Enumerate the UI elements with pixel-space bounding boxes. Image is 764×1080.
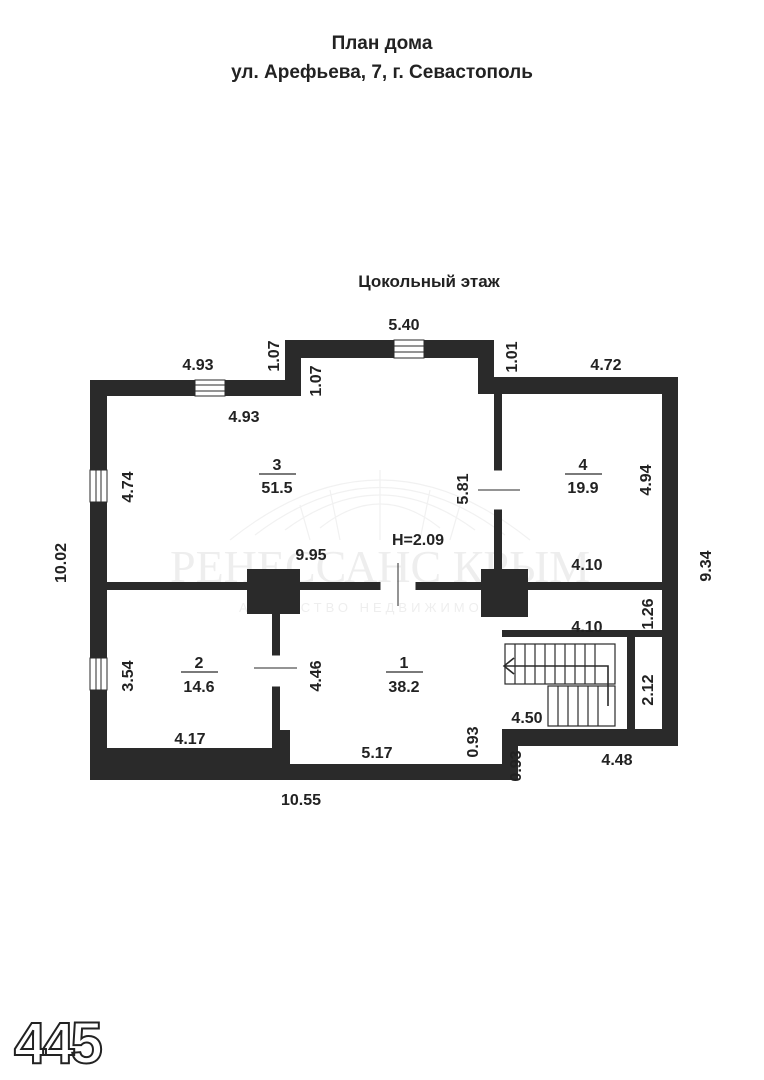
room-2-area: 14.6 <box>183 679 214 696</box>
window-top-left <box>194 379 226 397</box>
room-labels: 3 51.5 4 19.9 2 14.6 1 38.2 H=2.09 <box>181 457 602 696</box>
dim-room2-417: 4.17 <box>174 731 205 748</box>
dim-room3-995: 9.95 <box>295 547 326 564</box>
dim-room2-354: 3.54 <box>120 660 137 691</box>
room-1-area: 38.2 <box>388 679 419 696</box>
dim-room3-581: 5.81 <box>455 473 472 504</box>
dim-top-left-493: 4.93 <box>182 357 213 374</box>
dim-left-1002: 10.02 <box>53 543 70 583</box>
dim-stair-450: 4.50 <box>511 710 542 727</box>
room-4-area: 19.9 <box>567 480 598 497</box>
floor-label: Цокольный этаж <box>358 272 500 291</box>
windows <box>89 339 425 691</box>
doors <box>254 469 520 688</box>
dimension-labels: 5.40 4.93 4.93 1.07 1.07 1.01 4.72 4.74 … <box>53 317 715 809</box>
dim-right-934: 9.34 <box>698 550 715 581</box>
window-left-3 <box>89 469 108 503</box>
stair-direction-arrow <box>502 657 609 706</box>
dim-top-right-472: 4.72 <box>590 357 621 374</box>
wall-2-1-foot <box>272 730 290 764</box>
dim-notch-107-outer: 1.07 <box>266 340 283 371</box>
dim-top-540: 5.40 <box>388 317 419 334</box>
plan-title: План дома <box>331 33 433 54</box>
dim-notch-101: 1.01 <box>504 341 521 372</box>
dim-stair-212: 2.12 <box>640 674 657 705</box>
dim-stair-126: 1.26 <box>640 598 657 629</box>
room-3-number: 3 <box>273 457 282 474</box>
wall-stair-top <box>502 630 662 637</box>
stair-flight-lower <box>547 685 616 727</box>
watermark-tagline: АГЕНТСТВО НЕДВИЖИМОСТИ <box>239 600 521 615</box>
dim-outer-093: 0.93 <box>508 750 525 781</box>
image-number: 445 <box>13 1010 104 1077</box>
watermark-logo <box>229 470 531 541</box>
dim-notch-107-inner: 1.07 <box>308 365 325 396</box>
dim-room1-446: 4.46 <box>308 660 325 691</box>
dim-bottom-1055: 10.55 <box>281 792 321 809</box>
room-1-number: 1 <box>400 655 409 672</box>
dim-bottom-448: 4.48 <box>601 752 632 769</box>
stair-flight-upper <box>504 643 616 685</box>
plan-address: ул. Арефьева, 7, г. Севастополь <box>231 62 533 83</box>
wall-column-right <box>481 569 528 617</box>
wall-stair-right <box>627 637 635 729</box>
dim-room3-474: 4.74 <box>120 471 137 502</box>
ceiling-height: H=2.09 <box>392 532 444 549</box>
window-left-2 <box>89 657 108 691</box>
door-2-1 <box>272 655 280 687</box>
room-3-area: 51.5 <box>261 480 292 497</box>
dim-room1-093: 0.93 <box>465 726 482 757</box>
dim-stair-410: 4.10 <box>571 619 602 636</box>
dim-room4-494: 4.94 <box>638 464 655 495</box>
window-top <box>393 339 425 359</box>
staircase <box>502 643 616 727</box>
dim-inner-493: 4.93 <box>228 409 259 426</box>
dim-room4-410: 4.10 <box>571 557 602 574</box>
outer-wall <box>90 340 678 780</box>
room-2-number: 2 <box>195 655 204 672</box>
dim-room1-517: 5.17 <box>361 745 392 762</box>
room-4-number: 4 <box>579 457 588 474</box>
